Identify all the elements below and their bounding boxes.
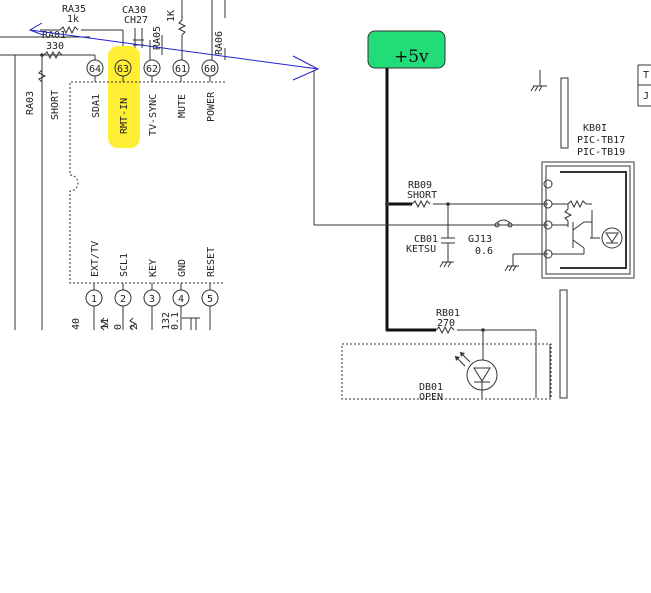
ic-pin-1: 1 EXT/TV xyxy=(85,241,103,330)
bottom-left-fragments: 40 11 0 2 132 0.1 xyxy=(71,312,200,331)
ra06-label: RA06 xyxy=(214,31,225,55)
ic-pin-61: 61 MUTE xyxy=(172,59,190,118)
ic-bottom-pins: 1 EXT/TV 2 SCL1 3 KEY 4 GND xyxy=(85,241,219,330)
ca30-label: CA30 xyxy=(122,5,146,16)
ra35-label: RA35 xyxy=(62,4,86,15)
ra05-resistor xyxy=(177,19,187,36)
svg-text:SDA1: SDA1 xyxy=(91,94,102,118)
db01-led xyxy=(454,351,498,398)
ic-pin-5: 5 RESET xyxy=(201,247,219,330)
ic-pin-63: 63 RMT-IN xyxy=(114,59,132,134)
ic-pin-3: 3 KEY xyxy=(143,259,161,330)
svg-text:5: 5 xyxy=(207,294,213,305)
svg-text:63: 63 xyxy=(117,64,129,75)
svg-text:EXT/TV: EXT/TV xyxy=(90,241,101,277)
edge-t-label: T xyxy=(643,70,649,81)
ic-top-pins: 64 SDA1 63 RMT-IN 62 TV-SYNC 61 MUTE 60 … xyxy=(86,55,219,136)
svg-text:132: 132 xyxy=(161,312,172,330)
svg-text:11: 11 xyxy=(100,318,111,330)
supply-5v-box: +5v xyxy=(367,30,446,69)
edge-j-label: J xyxy=(643,91,649,102)
rb09-label: RB09 xyxy=(408,180,432,191)
svg-text:2: 2 xyxy=(120,294,126,305)
svg-text:61: 61 xyxy=(175,64,187,75)
svg-text:40: 40 xyxy=(71,318,82,330)
ic-pin-60: 60 POWER xyxy=(201,59,219,122)
svg-text:RESET: RESET xyxy=(206,247,217,277)
svg-text:0.1: 0.1 xyxy=(170,312,181,330)
svg-text:4: 4 xyxy=(178,294,184,305)
ra03-label: RA03 xyxy=(25,91,36,115)
ra01-label: RA01 xyxy=(42,30,66,41)
ra05-value: 1K xyxy=(166,10,177,22)
ra35-resistor xyxy=(59,25,79,35)
ra35-value: 1k xyxy=(67,14,79,25)
svg-text:62: 62 xyxy=(146,64,158,75)
rb09-value: SHORT xyxy=(407,190,437,201)
svg-text:KEY: KEY xyxy=(148,259,159,277)
supply-label: +5v xyxy=(394,47,429,67)
ra05-label: RA05 xyxy=(152,26,163,50)
svg-text:60: 60 xyxy=(204,64,216,75)
svg-text:64: 64 xyxy=(89,64,101,75)
cb01-value: KETSU xyxy=(406,244,436,255)
ch27-label: CH27 xyxy=(124,15,148,26)
cb01-label: CB01 xyxy=(414,234,438,245)
gj13-label: GJ13 xyxy=(468,234,492,245)
kb01-label: KB0I xyxy=(583,123,607,134)
svg-text:1: 1 xyxy=(91,294,97,305)
ic-pin-64: 64 SDA1 xyxy=(86,55,104,118)
svg-text:0: 0 xyxy=(113,324,124,330)
ic-pin-4: 4 GND xyxy=(172,259,190,330)
svg-text:TV-SYNC: TV-SYNC xyxy=(148,94,159,136)
svg-text:GND: GND xyxy=(177,259,188,277)
svg-text:3: 3 xyxy=(149,294,155,305)
db01-value: OPEN xyxy=(419,392,443,403)
rb09-resistor xyxy=(411,199,431,209)
short-label-left: SHORT xyxy=(50,90,61,120)
led-panel xyxy=(341,343,552,400)
ic-pin-2: 2 SCL1 xyxy=(114,253,132,330)
gj13-value: 0.6 xyxy=(475,246,493,257)
svg-text:POWER: POWER xyxy=(206,91,217,122)
pic1-label: PIC-TB17 xyxy=(577,135,625,146)
ic-body xyxy=(69,81,225,284)
svg-text:2: 2 xyxy=(129,324,140,330)
ic-pin-62: 62 TV-SYNC xyxy=(143,59,161,136)
ra01-value: 330 xyxy=(46,41,64,52)
svg-text:SCL1: SCL1 xyxy=(119,253,130,277)
ra01-resistor xyxy=(43,50,63,60)
annotation-arrow xyxy=(28,22,320,81)
rb01-resistor xyxy=(435,325,455,335)
pic2-label: PIC-TB19 xyxy=(577,147,625,158)
rb01-label: RB01 xyxy=(436,308,460,319)
kb01-receiver-module xyxy=(541,161,635,279)
svg-text:MUTE: MUTE xyxy=(177,94,188,118)
rb01-value: 270 xyxy=(437,318,455,329)
db01-label: DB01 xyxy=(419,382,443,393)
svg-text:RMT-IN: RMT-IN xyxy=(119,98,130,134)
